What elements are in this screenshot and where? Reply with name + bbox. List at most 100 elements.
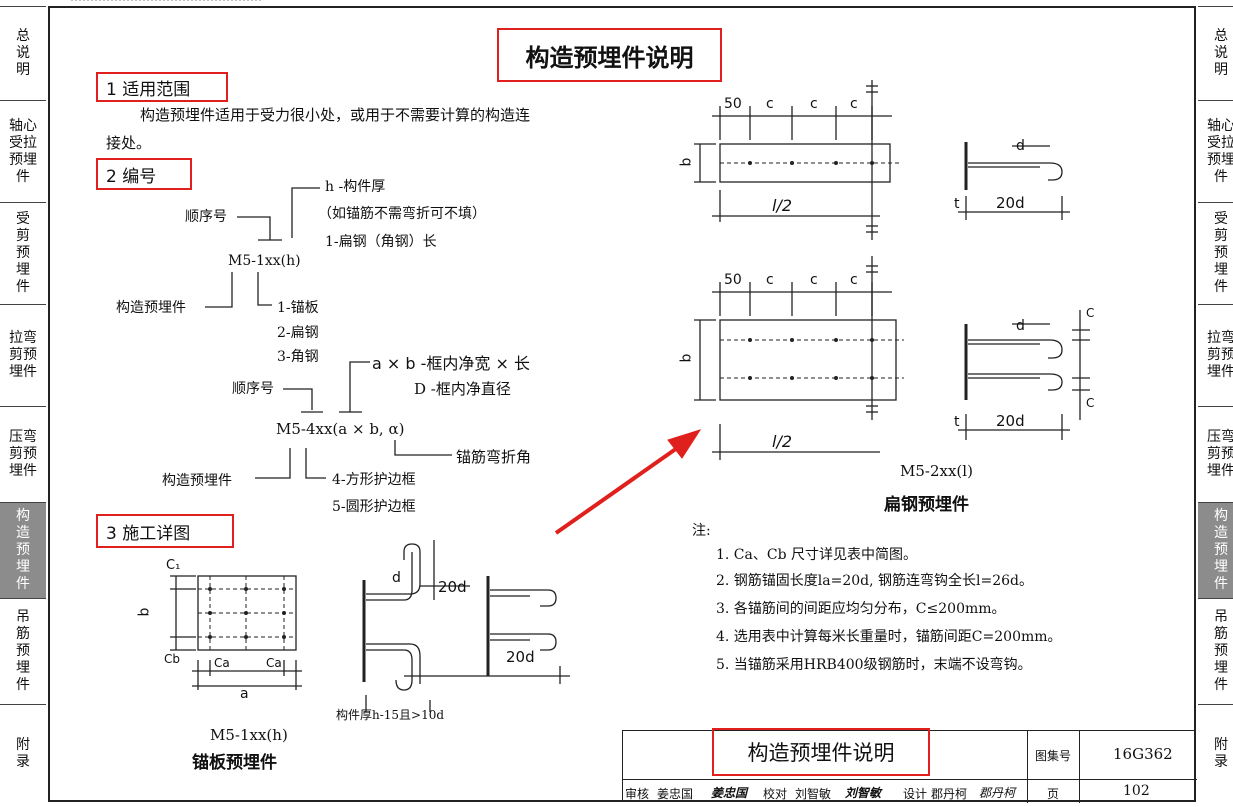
sign-3: 姜忠国: [711, 786, 748, 800]
sign-1: 审核: [625, 787, 650, 801]
flat-dim-50b: 50: [724, 272, 742, 288]
note-3: 3. 各锚筋间的间距应均匀分布，C≤200mm。: [716, 601, 1006, 617]
d1-code: M5-1xx(h): [228, 253, 301, 269]
title-block-title-text: 构造预埋件说明: [747, 741, 895, 765]
plate-dim-20d-a: 20d: [438, 578, 467, 596]
flat-d-1: d: [1016, 138, 1025, 154]
plate-label-a: a: [240, 686, 249, 702]
flat-dim-c2: c: [810, 96, 818, 112]
d1-type2: 2-扁钢: [277, 325, 319, 341]
title-block: 图集号 16G362 页 102 审核 姜忠国 姜忠国 校对 刘智敏 刘智敏 设…: [622, 730, 1197, 803]
d2-D: D -框内净直径: [414, 380, 511, 398]
sign-7: 设计: [903, 787, 928, 801]
d1-kind: 构造预埋件: [116, 300, 186, 316]
flat-t-2: t: [954, 414, 960, 430]
flat-label-b2: b: [678, 353, 695, 363]
plate-label-ca: Ca: [214, 656, 230, 670]
d2-angle: 锚筋弯折角: [456, 448, 532, 466]
notes-label: 注:: [692, 523, 711, 539]
tab-shear-right[interactable]: 受 剪 预 埋 件: [1198, 203, 1233, 305]
tab-constructional[interactable]: 构 造 预 埋 件: [0, 503, 46, 599]
flat-code: M5-2xx(l): [900, 462, 973, 480]
section3-heading: 3 施工详图: [96, 514, 234, 548]
d1-type1: 1-锚板: [277, 300, 319, 316]
section1-heading: 1 适用范围: [96, 72, 228, 102]
right-tab-column: 总 说 明 轴心 受拉 预埋 件 受 剪 预 埋 件 拉弯 剪预 埋件 压弯 剪…: [1198, 6, 1233, 802]
d2-kind: 构造预埋件: [162, 473, 232, 489]
sign-9: 郡丹柯: [979, 786, 1016, 800]
flat-dim-c4: c: [766, 272, 774, 288]
tab-axial-tension[interactable]: 轴心 受拉 预埋 件: [0, 101, 46, 203]
plate-label-cb: Cb: [164, 652, 180, 666]
flat-dim-20d-2: 20d: [996, 412, 1025, 430]
note-2: 2. 钢筋锚固长度la=20d, 钢筋连弯钩全长l=26d。: [716, 573, 1034, 589]
note-1: 1. Ca、Cb 尺寸详见表中简图。: [716, 547, 917, 563]
tab-lifting-bar-right[interactable]: 吊 筋 预 埋 件: [1198, 599, 1233, 705]
d2-code: M5-4xx(a × b, α): [276, 420, 405, 438]
d1-h-label: h -构件厚: [325, 179, 386, 195]
flat-t-1: t: [954, 196, 960, 212]
plate-code: M5-1xx(h): [210, 726, 288, 744]
d2-type4: 4-方形护边框: [332, 472, 416, 488]
d2-seq: 顺序号: [232, 381, 274, 397]
d2-type5: 5-圆形护边框: [332, 499, 416, 515]
tab-compression-bending-shear[interactable]: 压弯 剪预 埋件: [0, 407, 46, 503]
page-no: 102: [1123, 783, 1150, 799]
d2-ab: a × b -框内净宽 × 长: [372, 354, 530, 373]
plate-label-d: d: [392, 570, 401, 586]
atlas-label: 图集号: [1035, 749, 1072, 763]
left-tab-column: 总 说 明 轴心 受拉 预埋 件 受 剪 预 埋 件 拉弯 剪预 埋件 压弯 剪…: [0, 6, 46, 802]
title-block-title: 构造预埋件说明: [712, 728, 930, 776]
tab-appendix[interactable]: 附 录: [16, 737, 30, 770]
tab-general-right[interactable]: 总 说 明: [1198, 7, 1233, 101]
page-label: 页: [1047, 787, 1060, 801]
flat-half-l-1: l/2: [772, 196, 793, 215]
flat-dim-c5: c: [810, 272, 818, 288]
sign-4: 校对: [763, 787, 788, 801]
flat-half-l-2: l/2: [772, 432, 793, 451]
atlas-no: 16G362: [1113, 745, 1173, 763]
tab-axial-tension-right[interactable]: 轴心 受拉 预埋 件: [1198, 101, 1233, 203]
d1-h-note: （如锚筋不需弯折可不填）: [318, 206, 486, 222]
section2-heading: 2 编号: [96, 158, 192, 190]
tab-tension-bending-shear[interactable]: 拉弯 剪预 埋件: [0, 305, 46, 407]
flat-dim-20d-1: 20d: [996, 194, 1025, 212]
page-title-text: 构造预埋件说明: [525, 43, 694, 72]
note-4: 4. 选用表中计算每米长重量时，锚筋间距C=200mm。: [716, 629, 1062, 645]
tab-shear[interactable]: 受 剪 预 埋 件: [0, 203, 46, 305]
sign-2: 姜忠国: [657, 787, 694, 801]
sign-6: 刘智敏: [845, 786, 882, 800]
note-5: 5. 当锚筋采用HRB400级钢筋时，末端不设弯钩。: [716, 657, 1032, 673]
section1-heading-text: 1 适用范围: [106, 79, 191, 100]
flat-dim-c6: c: [850, 272, 858, 288]
flat-d-2: d: [1016, 318, 1025, 334]
plate-label-b: b: [136, 607, 153, 617]
flat-label-b1: b: [678, 157, 695, 167]
page-title: 构造预埋件说明: [497, 28, 722, 82]
flat-dim-50a: 50: [724, 96, 742, 112]
drawing-frame: [48, 6, 1196, 802]
plate-label-c1: C₁: [166, 558, 181, 573]
section3-heading-text: 3 施工详图: [106, 523, 191, 544]
flat-c-right2: C: [1086, 396, 1095, 410]
top-cut-text: …………………………………………: [70, 0, 262, 4]
d1-seq: 顺序号: [185, 209, 227, 225]
section1-body-2: 接处。: [106, 134, 152, 152]
d1-l-label: 1-扁钢（角钢）长: [325, 234, 437, 250]
plate-thick-note: 构件厚h-15且>10d: [336, 708, 445, 722]
tab-appendix-right[interactable]: 附 录: [1214, 737, 1228, 770]
flat-dim-c3: c: [850, 96, 858, 112]
flat-dim-c1: c: [766, 96, 774, 112]
plate-name: 锚板预埋件: [192, 753, 277, 773]
tab-constructional-right[interactable]: 构 造 预 埋 件: [1198, 503, 1233, 599]
tab-general[interactable]: 总 说 明: [0, 7, 46, 101]
sign-5: 刘智敏: [795, 787, 832, 801]
section2-heading-text: 2 编号: [106, 166, 157, 187]
tab-lifting-bar[interactable]: 吊 筋 预 埋 件: [0, 599, 46, 705]
plate-label-ca2: Ca: [266, 656, 282, 670]
flat-c-right1: C: [1086, 306, 1095, 320]
tab-tension-bending-shear-right[interactable]: 拉弯 剪预 埋件: [1198, 305, 1233, 407]
tab-compression-bending-shear-right[interactable]: 压弯 剪预 埋件: [1198, 407, 1233, 503]
d1-type3: 3-角钢: [277, 349, 319, 365]
plate-dim-20d-b: 20d: [506, 648, 535, 666]
